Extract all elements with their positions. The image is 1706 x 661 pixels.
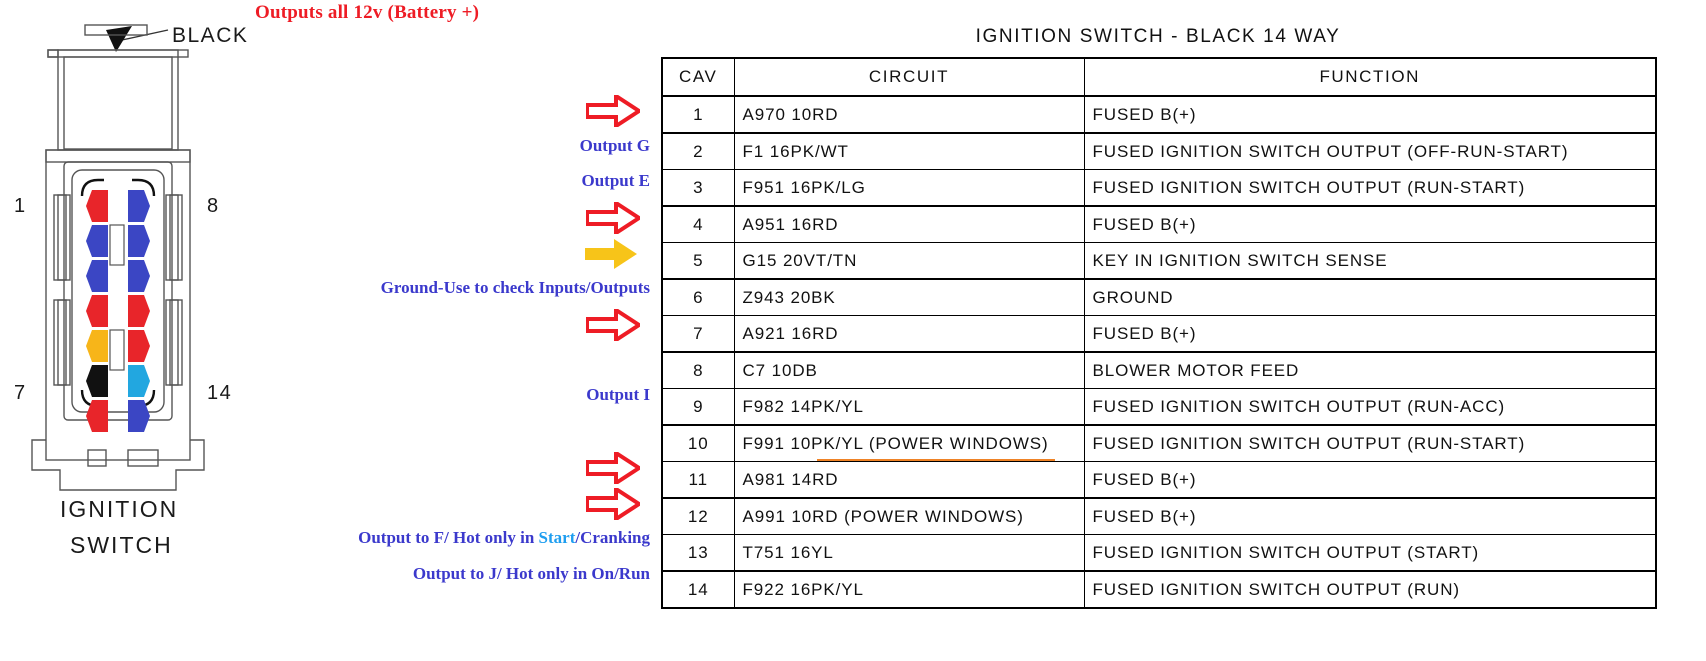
cell-circuit: A951 16RD xyxy=(733,205,1085,243)
annotation-layer: Output G Output E Ground-Use to check Inpu… xyxy=(0,0,661,661)
red-arrow-marker xyxy=(586,451,640,484)
row-annotation-6: Ground-Use to check Inputs/Outputs xyxy=(380,278,650,298)
pin-number-7: 7 xyxy=(14,382,27,404)
cell-function: FUSED B(+) xyxy=(1083,315,1657,353)
red-arrow-marker xyxy=(586,309,640,342)
pin-number-1: 1 xyxy=(14,195,27,217)
column-header-circuit: CIRCUIT xyxy=(733,57,1085,97)
cell-function: FUSED IGNITION SWITCH OUTPUT (START) xyxy=(1083,534,1657,572)
cell-function: FUSED B(+) xyxy=(1083,461,1657,499)
cell-cav: 13 xyxy=(661,534,735,572)
table-title: IGNITION SWITCH - BLACK 14 WAY xyxy=(975,26,1341,47)
cell-cav: 11 xyxy=(661,461,735,499)
orange-highlight-underline xyxy=(816,458,1055,461)
red-arrow-marker xyxy=(586,201,640,234)
cell-cav: 3 xyxy=(661,169,735,207)
cell-circuit: A991 10RD (POWER WINDOWS) xyxy=(733,497,1085,535)
table-row: 10 F991 10PK/YL (POWER WINDOWS) FUSED IGNI… xyxy=(661,424,1657,462)
connector-diagram: BLACK 1 8 7 14 IGNITION SWITCH xyxy=(0,0,260,620)
column-header-cav: CAV xyxy=(661,57,735,97)
cell-circuit: F951 16PK/LG xyxy=(733,169,1085,207)
cell-cav: 8 xyxy=(661,351,735,389)
arrow-shape xyxy=(586,201,640,234)
cell-function: FUSED IGNITION SWITCH OUTPUT (OFF-RUN-ST… xyxy=(1083,132,1657,170)
cell-cav: 6 xyxy=(661,278,735,316)
cell-circuit: F1 16PK/WT xyxy=(733,132,1085,170)
column-header-function: FUNCTION xyxy=(1083,57,1657,97)
cell-circuit: T751 16YL xyxy=(733,534,1085,572)
connector-caption-line1: IGNITION xyxy=(60,496,179,522)
cell-cav: 2 xyxy=(661,132,735,170)
red-arrow-marker xyxy=(586,487,640,520)
cell-circuit: F922 16PK/YL xyxy=(733,570,1085,609)
cell-cav: 14 xyxy=(661,570,735,609)
cell-function: FUSED IGNITION SWITCH OUTPUT (RUN) xyxy=(1083,570,1657,609)
annotation-text-highlight: Start xyxy=(538,528,576,548)
cell-function: BLOWER MOTOR FEED xyxy=(1083,351,1657,389)
arrow-shape xyxy=(586,451,640,484)
arrow-shape xyxy=(585,238,637,269)
row-annotation-9: Output I xyxy=(586,385,650,405)
arrow-shape xyxy=(586,487,640,520)
pin-number-14: 14 xyxy=(207,382,233,404)
cell-cav: 12 xyxy=(661,497,735,535)
cell-circuit: A981 14RD xyxy=(733,461,1085,499)
row-annotation-13: Output to F/ Hot only in Start/Cranking xyxy=(0,528,650,548)
cell-function: KEY IN IGNITION SWITCH SENSE xyxy=(1083,242,1657,280)
annotation-text-pre: Output to F/ Hot only in xyxy=(358,528,539,548)
cell-cav: 5 xyxy=(661,242,735,280)
connector-drawing xyxy=(31,24,205,491)
row-annotation-2: Output G xyxy=(579,135,650,155)
cell-circuit: G15 20VT/TN xyxy=(733,242,1085,280)
cell-cav: 1 xyxy=(661,95,735,134)
cell-cav: 4 xyxy=(661,205,735,243)
cell-function: FUSED IGNITION SWITCH OUTPUT (RUN-START) xyxy=(1083,169,1657,207)
pin-number-8: 8 xyxy=(207,195,220,217)
cell-function: GROUND xyxy=(1083,278,1657,316)
cell-function: FUSED B(+) xyxy=(1083,497,1657,535)
cell-circuit: F982 14PK/YL xyxy=(733,388,1085,426)
cell-function: FUSED IGNITION SWITCH OUTPUT (RUN-ACC) xyxy=(1083,388,1657,426)
cell-function: FUSED B(+) xyxy=(1083,95,1657,134)
pin-colors-left xyxy=(86,190,108,432)
black-connector-label: BLACK xyxy=(172,24,249,47)
row-annotation-3: Output E xyxy=(581,171,651,191)
yellow-arrow-marker xyxy=(585,238,637,269)
annotation-text-post: /Cranking xyxy=(575,528,650,548)
cell-cav: 9 xyxy=(661,388,735,426)
pin-colors-right xyxy=(128,190,150,432)
cell-cav: 10 xyxy=(661,424,735,462)
outputs-voltage-note: Outputs all 12v (Battery +) xyxy=(255,2,480,23)
circuit-text: F991 10PK/YL (POWER WINDOWS) xyxy=(743,434,1055,461)
cell-function: FUSED IGNITION SWITCH OUTPUT (RUN-START) xyxy=(1083,424,1657,462)
arrow-shape xyxy=(586,309,640,342)
cell-circuit: A970 10RD xyxy=(733,95,1085,134)
cell-circuit: Z943 20BK xyxy=(733,278,1085,316)
cell-circuit: C7 10DB xyxy=(733,351,1085,389)
cell-function: FUSED B(+) xyxy=(1083,205,1657,243)
cell-circuit: A921 16RD xyxy=(733,315,1085,353)
red-arrow-marker xyxy=(586,94,640,127)
row-annotation-14: Output to J/ Hot only in On/Run xyxy=(412,563,650,583)
table-header-row: CAV CIRCUIT FUNCTION xyxy=(661,57,1657,97)
cell-circuit: F991 10PK/YL (POWER WINDOWS) xyxy=(733,424,1085,462)
connector-caption-line2: SWITCH xyxy=(70,532,173,558)
arrow-shape xyxy=(586,94,640,127)
cell-cav: 7 xyxy=(661,315,735,353)
